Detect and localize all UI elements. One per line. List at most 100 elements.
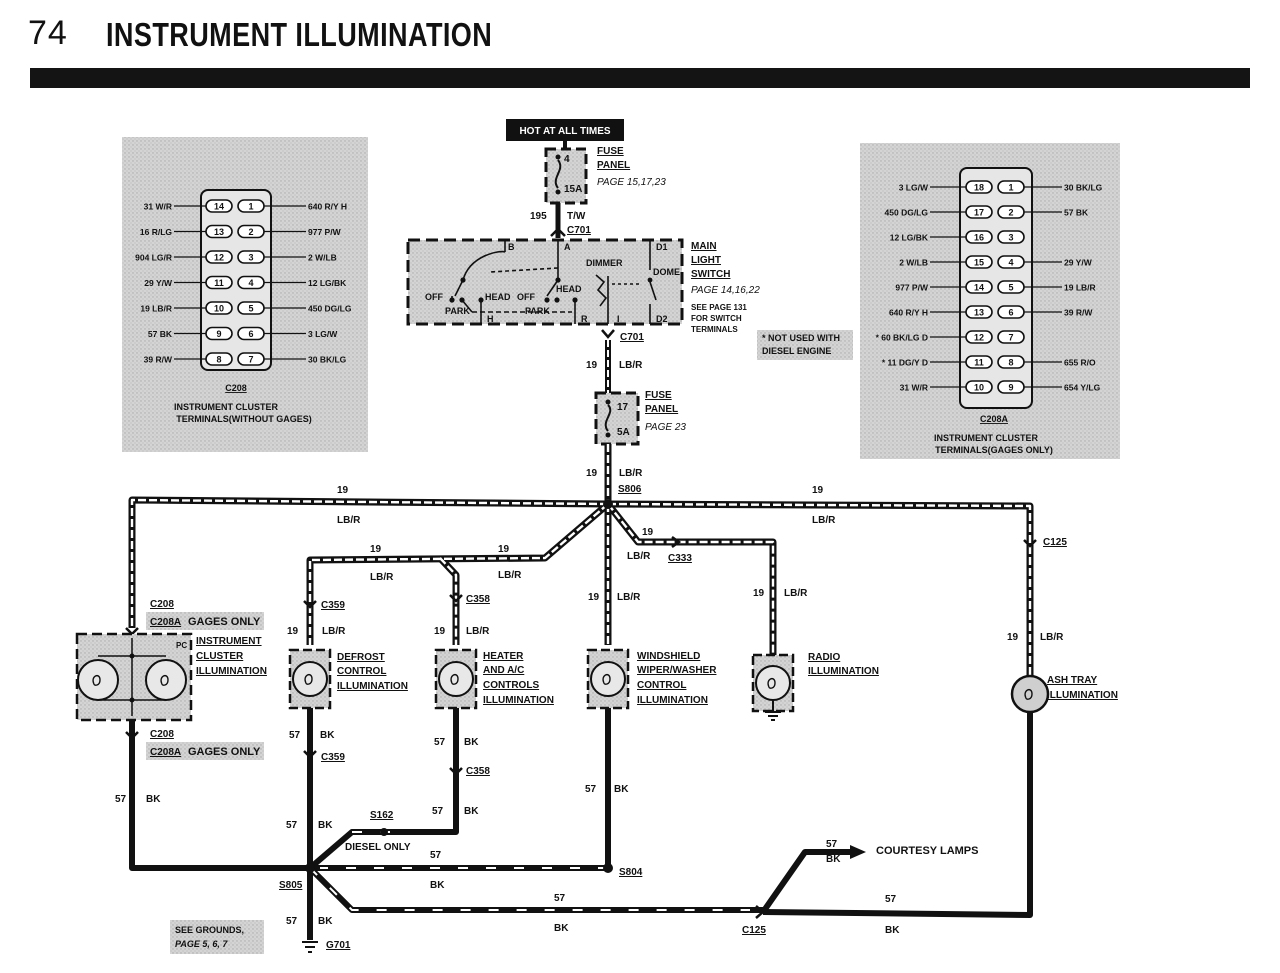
- c208-left-pin-number: 14: [214, 202, 224, 212]
- c208a-right-pin-number: 2: [1008, 208, 1013, 218]
- cluster-bulb-2-filament: [160, 674, 169, 686]
- page-title: INSTRUMENT ILLUMINATION: [106, 16, 493, 53]
- wire-57-s162-color: BK: [464, 806, 479, 817]
- wire-19-label-ash-circuit: 19: [1007, 632, 1019, 643]
- wire-57-s805-circuit: 57: [286, 820, 298, 831]
- c208-right-pin-number: 5: [248, 304, 253, 314]
- c208a-right-pin-number: 9: [1008, 383, 1013, 393]
- radio-illumination: RADIO ILLUMINATION: [751, 652, 879, 721]
- switch-see-3: TERMINALS: [691, 325, 738, 334]
- wire-57-s805-color: BK: [318, 820, 333, 831]
- wire-19-labels: 19 LB/R S806 19 LB/R 19 LB/R 19 LB/R 19 …: [287, 468, 1064, 643]
- s806-label: S806: [618, 484, 642, 495]
- wire-57-mid-circuit: 57: [430, 850, 442, 861]
- switch-contact-off1: [449, 297, 455, 303]
- wire-57-defrost-color: BK: [320, 730, 335, 741]
- connector-symbols: [125, 535, 1037, 919]
- wire-57-mid-color: BK: [430, 880, 445, 891]
- c208-left-wire-label: 904 LG/R: [135, 253, 172, 263]
- c208a-right-wire-label: 29 Y/W: [1064, 258, 1093, 268]
- c208a-left-wire-label: 2 W/LB: [899, 258, 928, 268]
- wire-19-label-heater2-color: LB/R: [466, 626, 490, 637]
- c208-left-wire-label: 16 R/LG: [140, 227, 173, 237]
- switch-page-ref: PAGE 14,16,22: [691, 285, 760, 296]
- c333-connector: [671, 535, 682, 549]
- switch-park-label-2: PARK: [525, 306, 550, 316]
- wire-57-cluster-circuit: 57: [115, 794, 127, 805]
- switch-park-link: [461, 299, 473, 313]
- radio-filament: [767, 677, 776, 689]
- switch-term-d1: D1: [656, 242, 668, 252]
- wire-19-label-wiper-color: LB/R: [617, 592, 641, 603]
- windshield-wiper-washer-control-illumination: WINDSHIELD WIPER/WASHER CONTROL ILLUMINA…: [586, 648, 717, 710]
- c208a-left-wire-label: 640 R/Y H: [889, 308, 928, 318]
- hot-at-all-times-box: [506, 119, 624, 141]
- c208a-right-pin: [997, 230, 1025, 244]
- wire-57-ground-network: [129, 708, 1033, 940]
- c208-left-wire-label: 57 BK: [148, 329, 173, 339]
- splice-s805: [305, 863, 315, 873]
- switch-name-3: SWITCH: [691, 269, 730, 280]
- c208a-right-wire-label: 19 LB/R: [1064, 283, 1096, 293]
- c208a-left-wire-label: 977 P/W: [895, 283, 929, 293]
- fuse-2-terminal-bottom: [605, 432, 611, 438]
- switch-term-r: R: [581, 314, 588, 324]
- c208a-left-pin-number: 18: [974, 183, 984, 193]
- c208a-panel-caption-1: INSTRUMENT CLUSTER: [934, 433, 1038, 443]
- wire-19-label-fuse-color: LB/R: [619, 468, 643, 479]
- switch-see-2: FOR SWITCH: [691, 314, 742, 323]
- see-grounds-line-1: SEE GROUNDS,: [175, 925, 244, 935]
- wire-19-label-c333-color: LB/R: [627, 551, 651, 562]
- wire-19-label-heater-circuit: 19: [498, 544, 510, 555]
- c208a-connector-body: [959, 167, 1033, 409]
- switch-head-label-1: HEAD: [485, 292, 511, 302]
- c208-left-pin-number: 8: [216, 355, 221, 365]
- c208a-right-pin-number: 6: [1008, 308, 1013, 318]
- wire-57-ash-color: BK: [885, 925, 900, 936]
- wire-19-label-defrost-circuit: 19: [370, 544, 382, 555]
- radio-label-1: RADIO: [808, 652, 840, 663]
- wire-195-color: T/W: [567, 211, 586, 222]
- switch-off-label-2: OFF: [517, 292, 535, 302]
- fuse-1-element: [554, 159, 562, 189]
- c208a-right-pin-number: 7: [1008, 333, 1013, 343]
- courtesy-lamps-label: COURTESY LAMPS: [876, 845, 978, 857]
- splice-s806: [603, 499, 613, 509]
- c208-left-wire-label: 29 Y/W: [144, 278, 173, 288]
- fuse-1-box: [544, 147, 588, 205]
- c208a-upper-label: C208A: [150, 617, 181, 628]
- c208a-right-pin-number: 8: [1008, 358, 1013, 368]
- c208a-panel-caption-2: TERMINALS(GAGES ONLY): [935, 445, 1053, 455]
- switch-contact-off2: [544, 297, 550, 303]
- cluster-node-top: [129, 653, 135, 659]
- c208a-right-wire-label: 655 R/O: [1064, 358, 1096, 368]
- c208a-right-pin-number: 1: [1008, 183, 1013, 193]
- c208-left-pin-number: 10: [214, 304, 224, 314]
- wire-19-label-defrost-color: LB/R: [370, 572, 394, 583]
- fuse-2-terminal-top: [605, 399, 611, 405]
- c208a-left-pin-number: 17: [974, 208, 984, 218]
- wire-19-label-right-color: LB/R: [812, 515, 836, 526]
- switch-name-1: MAIN: [691, 241, 717, 252]
- wiper-label-3: CONTROL: [637, 680, 686, 691]
- switch-term-i: I: [617, 314, 620, 324]
- wire-57-g701-color: BK: [318, 916, 333, 927]
- s162-label: S162: [370, 810, 394, 821]
- dimmer-rheostat: [595, 274, 608, 307]
- heater-bulb: [438, 661, 474, 697]
- g701-ground-symbol: [302, 941, 318, 953]
- see-grounds-background: [170, 920, 264, 954]
- fuse-1-name-2: PANEL: [597, 160, 630, 171]
- c208a-left-wire-label: 450 DG/LG: [885, 208, 929, 218]
- c208-left-pin-number: 13: [214, 227, 224, 237]
- fuse-panel-5a: 17 5A FUSE PANEL PAGE 23: [594, 390, 686, 446]
- wire-57-heater-color: BK: [464, 737, 479, 748]
- fuse-1-terminal-bottom: [555, 189, 561, 195]
- fuse-2-element: [604, 404, 612, 432]
- wire-19-label-heater-color: LB/R: [498, 570, 522, 581]
- wire-19-label-ash-color: LB/R: [1040, 632, 1064, 643]
- c208a-panel-connector-label: C208A: [980, 414, 1009, 424]
- wire-19-label-left-circuit: 19: [337, 485, 349, 496]
